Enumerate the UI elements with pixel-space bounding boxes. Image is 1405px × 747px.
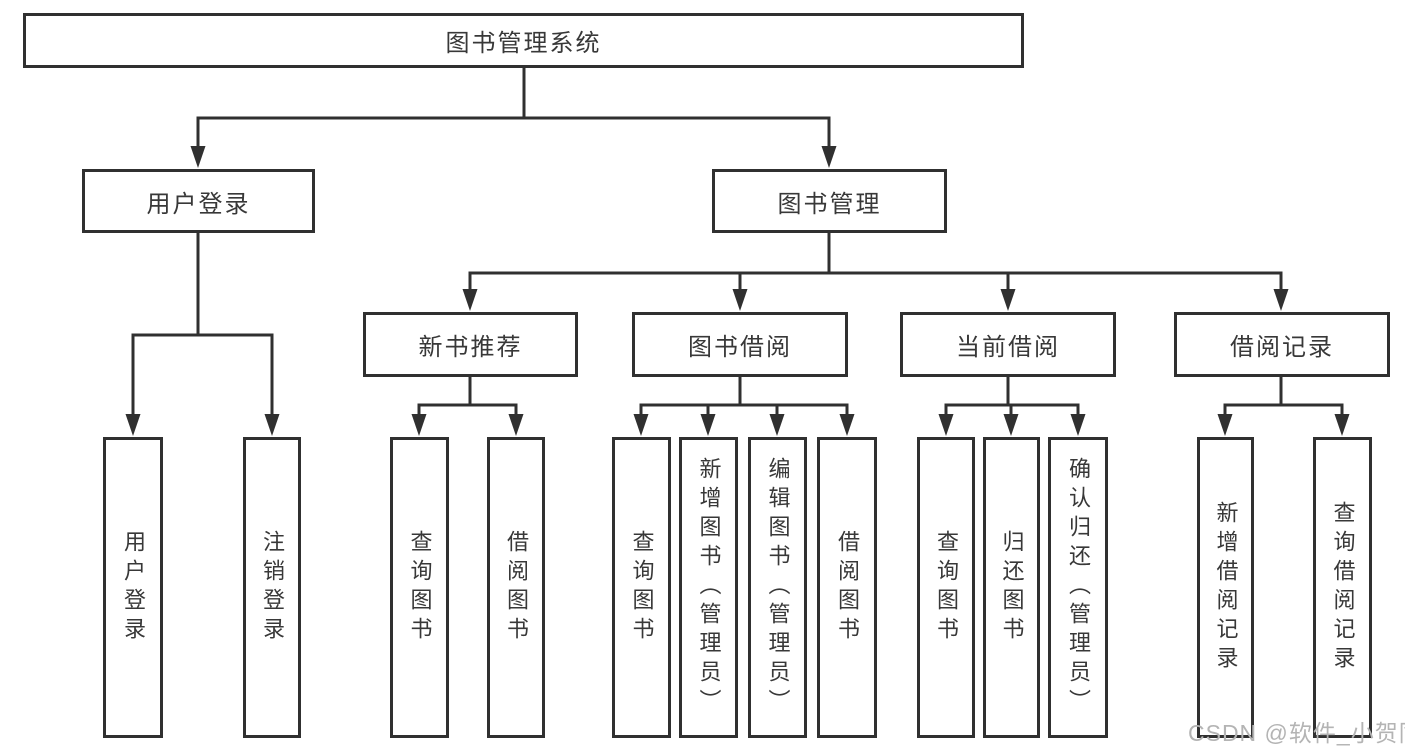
node-borrowing-records: 借阅记录 bbox=[1174, 312, 1390, 377]
leaf-label: 确认归还（管理员） bbox=[1066, 457, 1091, 718]
leaf-label: 查询借阅记录 bbox=[1330, 500, 1356, 675]
leaf-label: 借阅图书 bbox=[835, 529, 860, 646]
arrowheads bbox=[125, 146, 1350, 436]
leaf-query-book-current: 查询图书 bbox=[917, 437, 975, 738]
node-new-book-recommend: 新书推荐 bbox=[363, 312, 578, 377]
connector-userlogin-spine bbox=[131, 231, 274, 337]
node-book-borrowing: 图书借阅 bbox=[632, 312, 848, 377]
connector-newbook-spine bbox=[417, 375, 518, 407]
leaf-label: 注销登录 bbox=[260, 529, 285, 646]
node-current-borrowing: 当前借阅 bbox=[900, 312, 1116, 377]
node-user-login-branch: 用户登录 bbox=[82, 169, 315, 233]
connector-current-spine bbox=[944, 375, 1080, 407]
connector-arrow-shafts-record bbox=[1223, 403, 1344, 418]
leaf-label: 查询图书 bbox=[934, 529, 959, 646]
connector-arrow-shafts-userlogin bbox=[131, 333, 274, 418]
connector-record-spine bbox=[1223, 375, 1344, 407]
leaf-label: 新增借阅记录 bbox=[1213, 500, 1239, 675]
csdn-watermark: CSDN @软件_小贺同学 bbox=[1188, 720, 1405, 746]
leaf-query-book-borrowing: 查询图书 bbox=[612, 437, 671, 738]
connector-arrow-shafts-level3 bbox=[468, 271, 1283, 293]
connector-arrow-shafts-borrow bbox=[639, 403, 849, 418]
leaf-return-book: 归还图书 bbox=[983, 437, 1040, 738]
leaf-query-book-newbook: 查询图书 bbox=[390, 437, 449, 738]
connector-borrow-spine bbox=[639, 375, 849, 407]
leaf-borrow-book-newbook: 借阅图书 bbox=[487, 437, 545, 738]
leaf-label: 编辑图书（管理员） bbox=[765, 457, 791, 718]
leaf-add-borrow-record: 新增借阅记录 bbox=[1197, 437, 1254, 738]
leaf-add-book-admin: 新增图书（管理员） bbox=[679, 437, 738, 738]
leaf-user-login: 用户登录 bbox=[103, 437, 163, 738]
connector-bookmgmt-spine bbox=[468, 231, 1283, 275]
leaf-label: 用户登录 bbox=[121, 529, 146, 646]
node-root-library-system: 图书管理系统 bbox=[23, 13, 1024, 68]
leaf-confirm-return-admin: 确认归还（管理员） bbox=[1048, 437, 1108, 738]
leaf-edit-book-admin: 编辑图书（管理员） bbox=[748, 437, 807, 738]
connector-arrow-shafts-level2 bbox=[196, 116, 831, 150]
node-book-management: 图书管理 bbox=[712, 169, 947, 233]
leaf-label: 查询图书 bbox=[629, 529, 655, 646]
leaf-label: 新增图书（管理员） bbox=[696, 457, 722, 718]
connector-arrow-shafts-newbook bbox=[417, 403, 518, 418]
leaf-label: 归还图书 bbox=[999, 529, 1025, 646]
connector-root-spine bbox=[196, 66, 831, 120]
leaf-label: 借阅图书 bbox=[504, 529, 529, 646]
leaf-label: 查询图书 bbox=[407, 529, 433, 646]
leaf-query-borrow-record: 查询借阅记录 bbox=[1313, 437, 1372, 738]
leaf-logout: 注销登录 bbox=[243, 437, 301, 738]
leaf-borrow-book-borrowing: 借阅图书 bbox=[817, 437, 877, 738]
